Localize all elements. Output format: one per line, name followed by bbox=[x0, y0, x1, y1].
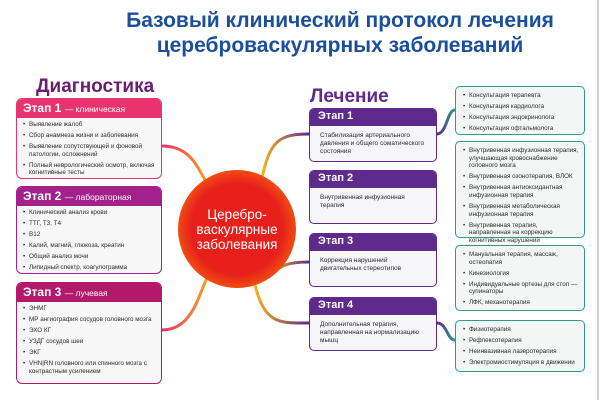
list-item: Общий анализ мочи bbox=[23, 253, 155, 261]
treat-stage-2: Этап 2 Внутривенная инфузионная терапия bbox=[309, 170, 437, 224]
list-item: Кинезиология bbox=[463, 270, 579, 278]
list-item: Внутривенная озонотерапия, ВЛОК bbox=[463, 173, 579, 181]
list-item: Клинический анализ крови bbox=[23, 209, 155, 217]
list-item: Полный неврологический осмотр, включая к… bbox=[23, 162, 155, 177]
diag-stage-3: Этап 3 — лучевая ЭНМГ МР ангиография сосу… bbox=[16, 282, 162, 384]
stage-sub: — лучевая bbox=[64, 288, 108, 298]
list-item: Внутривенная терапия, направленная на ко… bbox=[463, 222, 579, 245]
list-item: Консультация терапевта bbox=[463, 92, 579, 100]
list-item: Калий, магний, глюкоза, креатин bbox=[23, 242, 155, 250]
treatment-heading: Лечение bbox=[310, 86, 389, 107]
list-item: Выявление жалоб bbox=[23, 121, 155, 129]
list-item: Мануальная терапия, массаж, остеопатия bbox=[463, 251, 579, 266]
list-item: ЭНМГ bbox=[23, 305, 155, 313]
list-item: Сбор анамнеза жизни и заболевания bbox=[23, 132, 155, 140]
connector-treat-1 bbox=[260, 132, 310, 179]
diag-stage-2-header: Этап 2 — лабораторная bbox=[17, 187, 161, 206]
diag-stage-2: Этап 2 — лабораторная Клинический анализ… bbox=[16, 186, 162, 274]
stage-label: Этап 1 bbox=[23, 101, 62, 115]
list-item: Индивидуальные ортезы для стоп — супинат… bbox=[463, 281, 579, 296]
stage-header: Этап 2 bbox=[310, 171, 436, 188]
treat-list-4: ФизиотерапияРефлексотерапияНеинвазивная … bbox=[455, 320, 585, 372]
list-item: Выявление сопутствующей и фоновой патоло… bbox=[23, 143, 155, 158]
list-item: ЭХО КГ bbox=[23, 327, 155, 335]
treat-list-1: Консультация терапевтаКонсультация карди… bbox=[455, 86, 585, 135]
list-item: ЭКГ bbox=[23, 349, 155, 357]
list-item: VHN|RN головного или спинного мозга с ко… bbox=[23, 360, 155, 375]
list-item: Физиотерапия bbox=[463, 326, 579, 334]
stage-sub: — клиническая bbox=[64, 104, 126, 114]
treat-list-2: Внутривенная инфузионная терапия, улучша… bbox=[455, 141, 585, 244]
stage-text: Стабилизация артериального давления и об… bbox=[320, 132, 425, 155]
diagnostics-heading: Диагностика bbox=[36, 76, 155, 97]
treat-stage-1: Этап 1 Стабилизация артериального давлени… bbox=[309, 108, 437, 162]
list-item: УЗДГ сосудов шеи bbox=[23, 338, 155, 346]
title-line-1: Базовый клинический протокол лечения bbox=[126, 9, 554, 32]
stage-sub: — лабораторная bbox=[64, 192, 132, 202]
stage-text: Коррекция нарушений двигательных стереот… bbox=[320, 257, 402, 272]
title-line-2: цереброваскулярных заболеваний bbox=[156, 34, 524, 57]
list-item: Внутривенная метаболическая инфузионная … bbox=[463, 203, 579, 218]
stage-text: Внутривенная инфузионная терапия bbox=[320, 194, 405, 209]
list-item: B12 bbox=[23, 231, 155, 239]
connector-treat-4 bbox=[253, 284, 310, 325]
stage-header: Этап 1 bbox=[310, 109, 436, 126]
list-item: Консультация кардиолога bbox=[463, 103, 579, 111]
list-item: ТТГ, Т3, Т4 bbox=[23, 220, 155, 228]
diag-stage-3-header: Этап 3 — лучевая bbox=[17, 283, 161, 302]
list-item: Консультация офтальмолога bbox=[463, 125, 579, 133]
list-item: Рефлексотерапия bbox=[463, 337, 579, 345]
list-item: Неинвазивная лазеротерапия bbox=[463, 348, 579, 356]
stage-header: Этап 4 bbox=[310, 298, 436, 315]
list-item: Электромиостимуляция в движении bbox=[463, 359, 579, 367]
center-label: Церебро-васкулярные заболевания bbox=[196, 206, 278, 252]
treat-stage-3: Этап 3 Коррекция нарушений двигательных с… bbox=[309, 233, 437, 287]
stage-header: Этап 3 bbox=[310, 234, 436, 251]
list-item: Консультация эндокринолога bbox=[463, 114, 579, 122]
list-item: Липидный спектр, коагулограмма bbox=[23, 264, 155, 272]
page-title: Базовый клинический протокол лечения цер… bbox=[80, 8, 600, 58]
connector-list-4 bbox=[436, 321, 456, 342]
treat-stage-4: Этап 4 Дополнительная терапия, направленн… bbox=[309, 297, 437, 351]
diag-stage-1-header: Этап 1 — клиническая bbox=[17, 99, 161, 118]
connector-list-1 bbox=[436, 108, 456, 136]
list-item: МР ангиография сосудов головного мозга bbox=[23, 316, 155, 324]
center-node: Церебро-васкулярные заболевания bbox=[178, 170, 296, 288]
list-item: Внутривенная антиоксидантная инфузионная… bbox=[463, 184, 579, 199]
stage-text: Дополнительная терапия, направленная на … bbox=[320, 321, 419, 344]
list-item: Внутривенная инфузионная терапия, улучша… bbox=[463, 147, 579, 170]
list-item: ЛФК, механотерапия bbox=[463, 299, 579, 307]
stage-label: Этап 3 bbox=[23, 285, 62, 299]
stage-label: Этап 2 bbox=[23, 189, 62, 203]
treat-list-3: Мануальная терапия, массаж, остеопатияКи… bbox=[455, 245, 585, 311]
page-edge bbox=[597, 0, 599, 400]
diag-stage-1: Этап 1 — клиническая Выявление жалобСбор… bbox=[16, 98, 162, 179]
